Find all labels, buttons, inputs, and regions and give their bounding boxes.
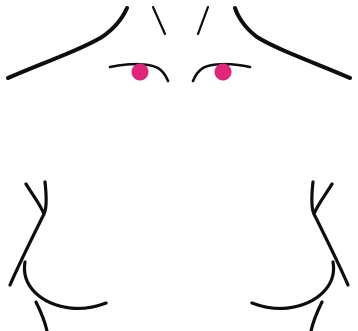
left-side-waist-line (36, 302, 47, 331)
right-breast-outer-line (312, 182, 348, 285)
left-node-marker (132, 64, 149, 81)
right-shoulder-neck-line (235, 8, 350, 78)
right-armpit-line (314, 184, 332, 214)
left-neck-tendon (153, 7, 165, 34)
left-armpit-line (26, 184, 44, 214)
right-neck-tendon (198, 7, 208, 34)
right-node-marker (215, 64, 232, 81)
right-side-waist-line (311, 302, 322, 331)
left-breast-outer-line (10, 182, 46, 285)
